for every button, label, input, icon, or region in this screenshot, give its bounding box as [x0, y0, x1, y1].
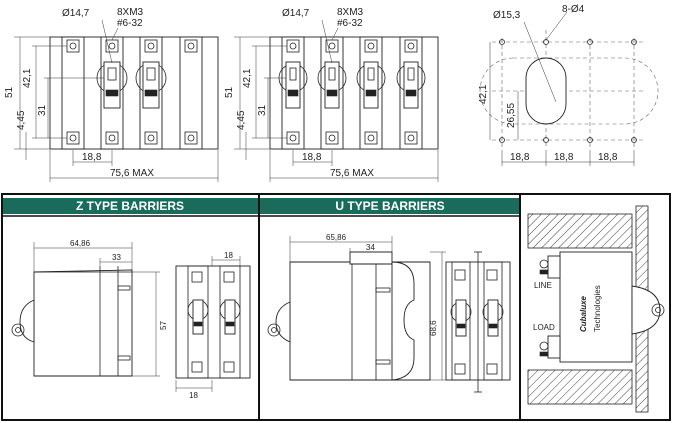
- terminal-screws-top: [286, 39, 418, 53]
- hole-grid: [492, 30, 644, 148]
- z-type-header-text: Z TYPE BARRIERS: [76, 199, 184, 213]
- dim-height-51: 51: [224, 86, 235, 98]
- u-type-drawing: 65,86 34 68,6: [267, 233, 511, 393]
- dim-hole-diameter: Ø14,7: [282, 8, 310, 19]
- mounting-holes: [499, 39, 637, 143]
- dim-pitch-2: 18,8: [554, 152, 574, 163]
- dim-pitch-3: 18,8: [598, 152, 618, 163]
- dim-height-51: 51: [4, 86, 15, 98]
- dim-height-42: 42,1: [22, 68, 33, 88]
- dim-height-31: 31: [257, 104, 268, 116]
- breaker-lever: [631, 285, 661, 335]
- u-barrier-profile: [391, 261, 415, 381]
- z-type-drawing: 64,86 33 57 18 18: [11, 239, 251, 400]
- dim-barrier-top: 18: [224, 251, 233, 260]
- panel-bottom-hatch: [527, 369, 633, 405]
- slot-cutout: [525, 57, 567, 125]
- dim-pitch-1: 18,8: [510, 152, 530, 163]
- dim-height-42: 42,1: [478, 84, 489, 104]
- dim-width: 65,86: [326, 233, 347, 242]
- dim-height-445: 4,45: [236, 110, 247, 130]
- top-left-front-view: Ø14,7 8XM3 #6-32 51 42,1 31 4,45 18,8 75…: [4, 7, 219, 182]
- brand-logo: Cubaluxe: [579, 295, 588, 332]
- side-view-body: [33, 269, 133, 377]
- label-load: LOAD: [533, 323, 555, 332]
- z-type-header: [3, 198, 258, 214]
- outer-cutout-outline: [479, 57, 659, 125]
- toggle-switches: [278, 61, 426, 109]
- dim-height-2655: 26,55: [506, 103, 517, 128]
- dim-screw-thread: #6-32: [117, 18, 143, 29]
- terminal-screws-bottom: [286, 131, 418, 145]
- u-type-header-text: U TYPE BARRIERS: [335, 199, 444, 213]
- dim-hole-count: 8-Ø4: [562, 4, 585, 15]
- dim-screw-count: 8XM3: [337, 7, 364, 18]
- dim-overall-max: 75,6 MAX: [110, 168, 154, 179]
- dim-height-31: 31: [37, 104, 48, 116]
- dim-barrier-bottom: 18: [189, 391, 198, 400]
- dim-screw-count: 8XM3: [117, 7, 144, 18]
- top-right-panel-cutout: Ø15,3 8-Ø4 42,1 26,55 18,8 18,8 18,8: [478, 4, 659, 166]
- brand-subtitle: Technologies: [593, 285, 602, 332]
- dim-depth: 33: [112, 253, 121, 262]
- dim-height: 68,6: [429, 320, 438, 336]
- dim-height: 57: [159, 321, 168, 330]
- dim-height-445: 4,45: [16, 110, 27, 130]
- dim-cutout-diameter: Ø15,3: [493, 10, 521, 21]
- side-view-lever: [275, 301, 291, 343]
- dim-height-42: 42,1: [242, 68, 253, 88]
- top-middle-front-view: Ø14,7 8XM3 #6-32 51 42,1 31 4,45 18,8 75…: [224, 7, 439, 182]
- dim-hole-diameter: Ø14,7: [62, 8, 90, 19]
- front-view-body: [175, 265, 251, 379]
- dim-overall-max: 75,6 MAX: [330, 168, 374, 179]
- u-type-header: [260, 198, 519, 214]
- dim-pitch: 18,8: [82, 152, 102, 163]
- dim-screw-thread: #6-32: [337, 18, 363, 29]
- dim-depth: 34: [366, 243, 375, 252]
- mounting-drawing: LINE LOAD Cubaluxe Technologies: [527, 205, 665, 413]
- bottom-frame: [1, 193, 671, 421]
- dim-width: 64,86: [70, 239, 91, 248]
- side-view-lever: [19, 299, 35, 343]
- panel-top-hatch: [527, 213, 633, 249]
- label-line: LINE: [534, 281, 552, 290]
- dim-pitch: 18,8: [302, 152, 322, 163]
- breaker-body: [559, 251, 633, 363]
